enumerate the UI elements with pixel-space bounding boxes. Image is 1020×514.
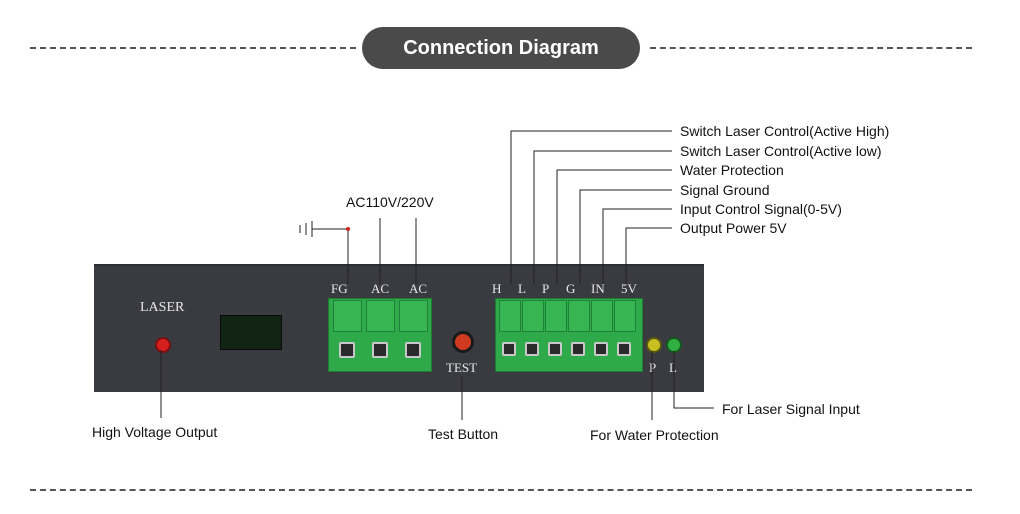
led-label-p: P: [649, 360, 657, 375]
label-input-control-signal: Input Control Signal(0-5V): [680, 201, 842, 217]
terminal-cell-g: [568, 300, 590, 332]
terminal-screw: [372, 342, 388, 358]
label-for-water-protection: For Water Protection: [590, 427, 719, 443]
p-lead-line: [556, 169, 672, 284]
terminal-screw: [405, 342, 421, 358]
l-lead-line: [533, 150, 672, 284]
terminal-label-p: P: [542, 281, 550, 296]
terminal-cell-l: [522, 300, 544, 332]
terminal-label-g: G: [566, 281, 576, 296]
test-button[interactable]: [452, 331, 474, 353]
terminal-screw: [548, 342, 562, 356]
terminal-label-fg: FG: [331, 281, 348, 296]
terminal-label-h: H: [492, 281, 502, 296]
label-output-power: Output Power 5V: [680, 220, 787, 236]
terminal-cell-fg: [333, 300, 362, 332]
terminal-screw: [594, 342, 608, 356]
laser-label: LASER: [140, 300, 185, 315]
water-protection-led: [646, 337, 662, 353]
terminal-screw: [571, 342, 585, 356]
in-lead-line: [602, 208, 672, 284]
g-lead-line: [579, 189, 672, 284]
led-label-l: L: [669, 360, 677, 375]
top-dashed-line-right: [650, 47, 972, 49]
terminal-label-ac1: AC: [371, 281, 390, 296]
label-test-button: Test Button: [428, 426, 499, 442]
label-for-laser-signal-input: For Laser Signal Input: [722, 401, 860, 417]
terminal-label-in: IN: [591, 281, 605, 296]
terminal-cell-ac2: [399, 300, 428, 332]
bottom-dashed-line: [30, 489, 972, 491]
terminal-screw: [502, 342, 516, 356]
test-label: TEST: [446, 360, 478, 375]
laser-indicator-led: [155, 337, 171, 353]
ground-junction-dot: [346, 227, 350, 231]
diagram-title: Connection Diagram: [362, 27, 640, 69]
terminal-label-l: L: [518, 281, 526, 296]
terminal-screw: [617, 342, 631, 356]
5v-lead-line: [625, 227, 672, 284]
terminal-cell-h: [499, 300, 521, 332]
label-switch-active-low: Switch Laser Control(Active low): [680, 143, 882, 159]
h-lead-line: [510, 130, 672, 284]
label-signal-ground: Signal Ground: [680, 182, 770, 198]
label-high-voltage-output: High Voltage Output: [92, 424, 218, 440]
terminal-label-5v: 5V: [621, 281, 637, 296]
terminal-cell-ac1: [366, 300, 395, 332]
laser-signal-lead-line: [673, 351, 714, 409]
terminal-label-ac2: AC: [409, 281, 428, 296]
ac-voltage-label: AC110V/220V: [346, 194, 434, 210]
terminal-cell-in: [591, 300, 613, 332]
label-water-protection: Water Protection: [680, 162, 784, 178]
terminal-cell-p: [545, 300, 567, 332]
top-dashed-line-left: [30, 47, 356, 49]
terminal-screw: [525, 342, 539, 356]
terminal-screw: [339, 342, 355, 358]
display-window: [220, 315, 282, 350]
label-switch-active-high: Switch Laser Control(Active High): [680, 123, 890, 139]
terminal-cell-5v: [614, 300, 636, 332]
